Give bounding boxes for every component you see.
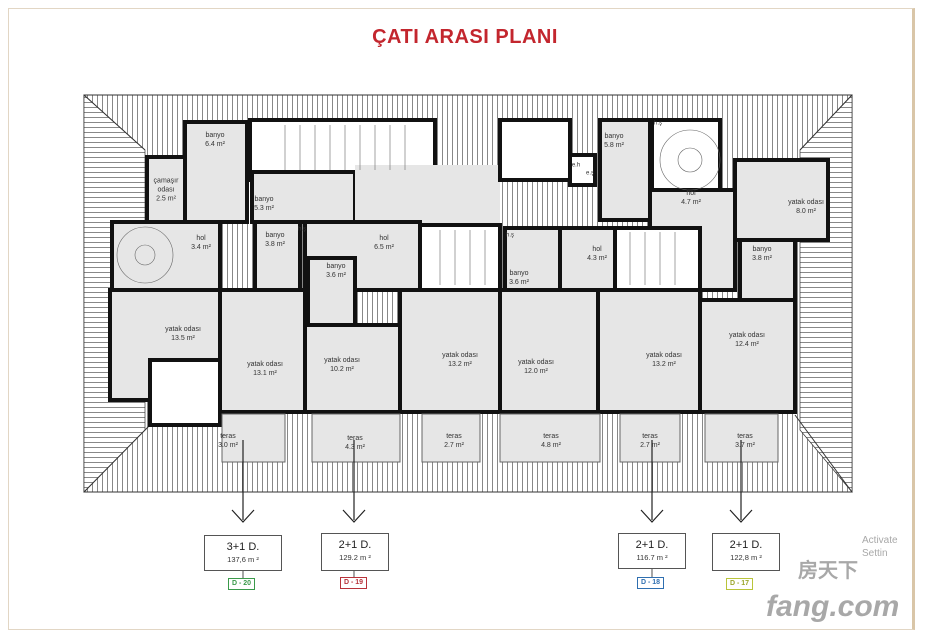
- unit-box-d18: 2+1 D.116.7 m ²: [618, 533, 686, 569]
- terraces: [221, 413, 779, 463]
- unit-code-d17: D - 17: [726, 578, 754, 590]
- watermark-site: fang.com: [766, 590, 900, 623]
- os-activation-text: Activate: [862, 535, 898, 546]
- shaft-label: h.ş: [505, 232, 515, 239]
- shaft-label: e.h: [571, 162, 581, 169]
- unit-box-d20: 3+1 D.137,6 m ²: [204, 535, 282, 571]
- shaft-label: h.ş: [653, 120, 663, 127]
- shaft-label: h.ş: [297, 226, 307, 233]
- unit-box-d19: 2+1 D.129.2 m ²: [321, 533, 389, 571]
- watermark-brand: 房天下: [798, 560, 858, 582]
- shaft-label: e.ş: [585, 170, 595, 177]
- unit-code-d18: D - 18: [637, 577, 665, 589]
- page-title: ÇATI ARASI PLANI: [372, 26, 558, 48]
- os-activation-text-2: Settin: [862, 548, 888, 559]
- unit-code-d19: D - 19: [340, 577, 368, 589]
- unit-code-d20: D - 20: [228, 578, 256, 590]
- unit-arrows: [231, 440, 753, 578]
- stairs: [116, 125, 721, 285]
- rooms: [108, 118, 830, 427]
- unit-box-d17: 2+1 D.122,8 m ²: [712, 533, 780, 571]
- page-frame: [8, 8, 915, 630]
